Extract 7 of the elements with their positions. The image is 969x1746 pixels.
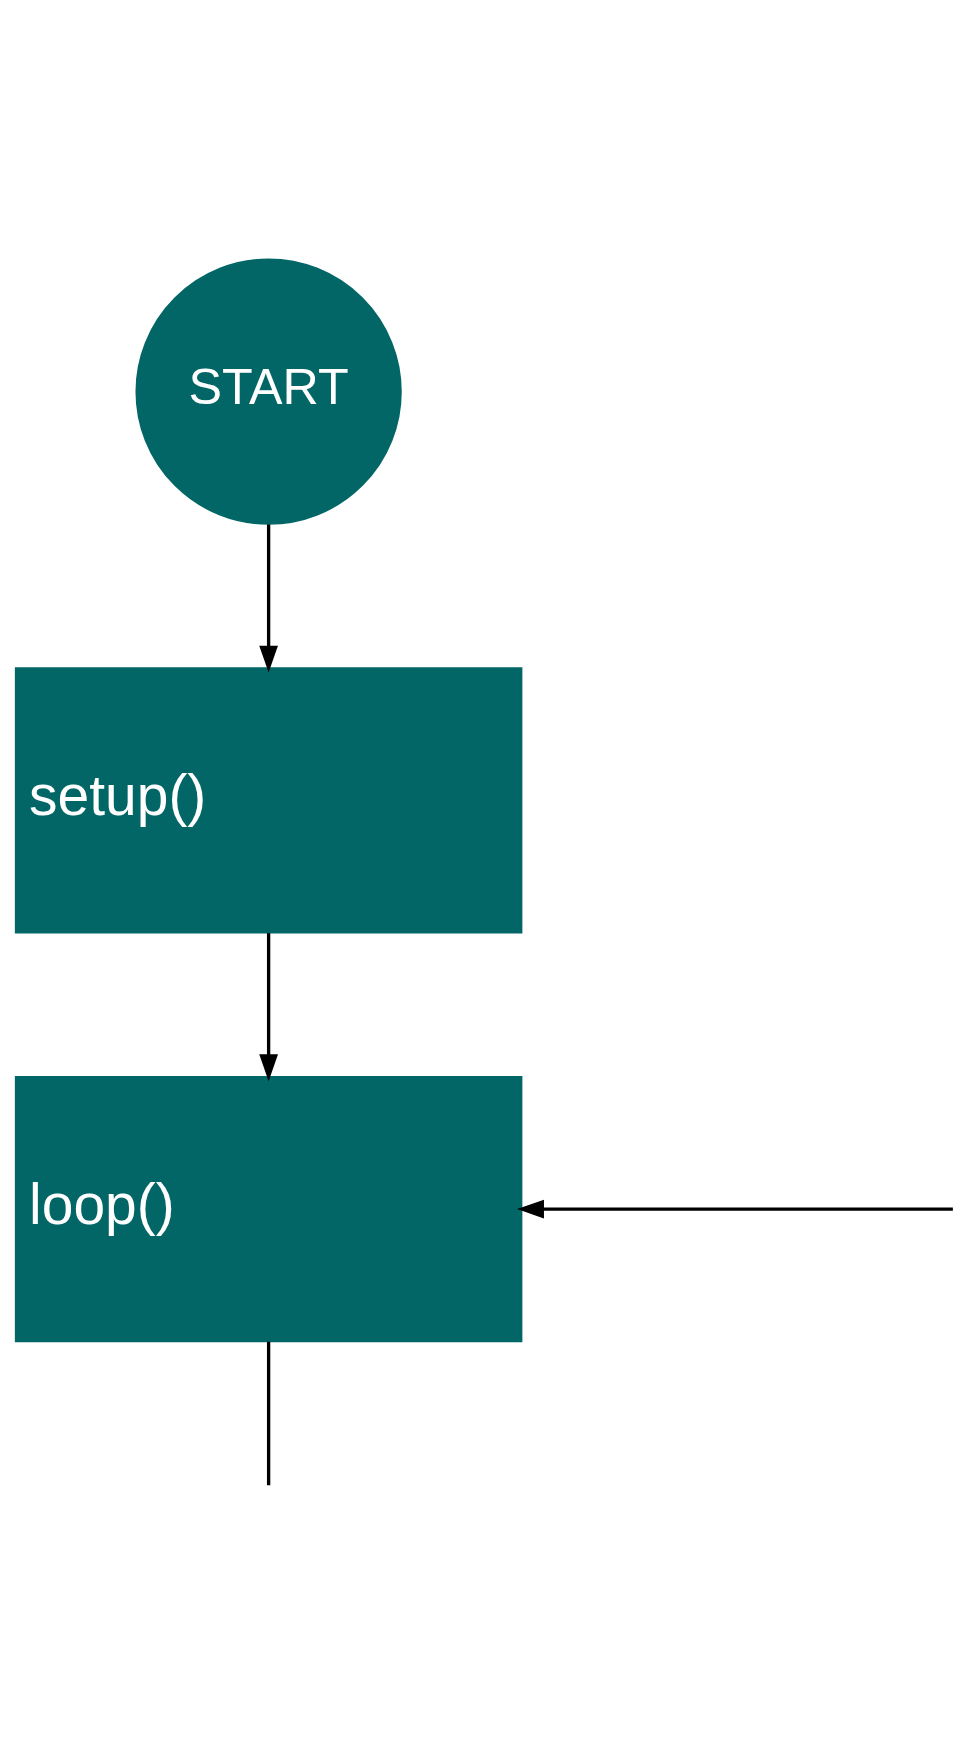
connector [266,1341,270,1486]
node-circle: START [134,258,402,525]
arrow [516,1199,953,1219]
arrow [258,933,278,1082]
arrow [258,524,278,673]
node-box: setup() [14,667,522,934]
node-box: loop() [14,1075,522,1343]
